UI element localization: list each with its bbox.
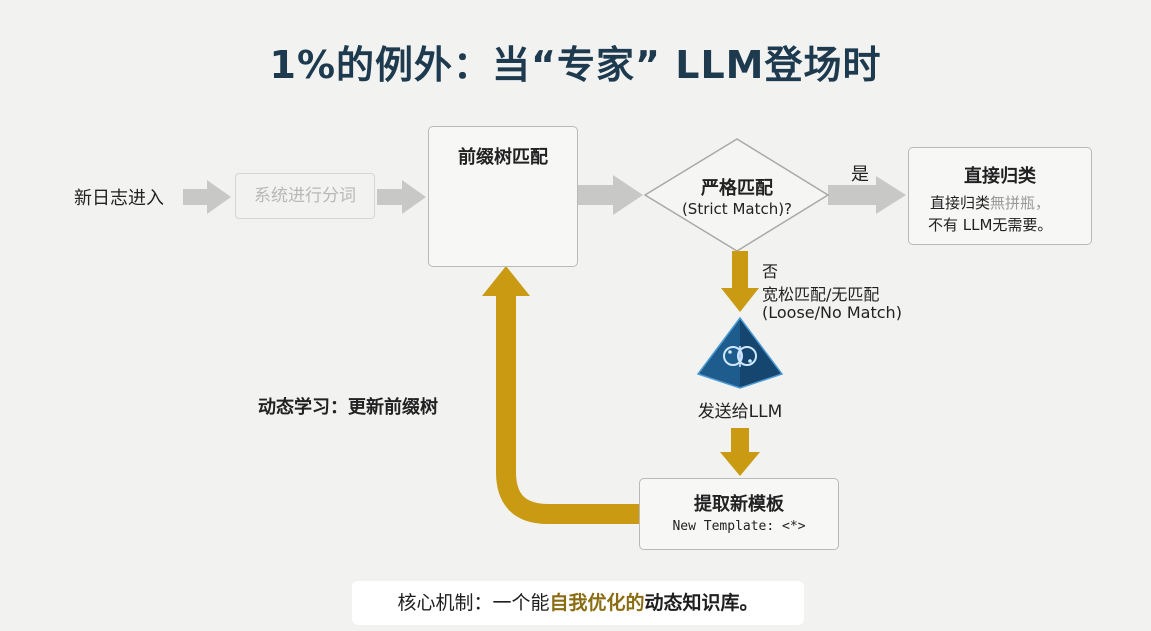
input-arrow [183, 180, 231, 214]
decision-subtitle: (Strict Match)? [681, 200, 793, 218]
extract-code: New Template: <*> [672, 519, 806, 534]
footer-suffix: 动态知识库。 [644, 592, 759, 614]
tree-to-decision-arrow [578, 175, 643, 215]
feedback-label: 动态学习：更新前缀树 [258, 397, 438, 418]
input-label: 新日志进入 [74, 188, 164, 209]
footer-prefix: 核心机制：一个能 [397, 592, 550, 614]
llm-brain-icon [696, 316, 784, 389]
no-label: 否 [762, 262, 779, 281]
tokenize-arrow [377, 180, 426, 214]
feedback-loop [496, 292, 640, 524]
extract-title: 提取新模板 [694, 494, 784, 515]
tokenize-box: 系统进行分词 [235, 173, 375, 219]
footer-highlight: 自我优化的 [549, 592, 645, 614]
yes-arrow [828, 176, 906, 214]
llm-label: 发送给LLM [697, 402, 783, 422]
classify-line1-text: 直接归类 [930, 194, 991, 212]
loose-label: 宽松匹配/无匹配 [762, 285, 880, 304]
footer-banner: 核心机制：一个能自我优化的动态知识库。 [352, 581, 804, 625]
page-title: 1%的例外：当“专家” LLM登场时 [269, 43, 882, 87]
extract-box [639, 478, 839, 550]
loose-label-en: (Loose/No Match) [762, 303, 902, 322]
classify-box [908, 147, 1092, 245]
classify-line1: 直接归类無拼瓶， [930, 192, 1050, 213]
decision-title: 严格匹配 [701, 178, 773, 199]
feedback-arrowhead [482, 266, 530, 296]
prefix-tree-box [428, 126, 578, 267]
yes-label: 是 [851, 164, 869, 185]
classify-title: 直接归类 [964, 166, 1036, 187]
classify-line1-blurred: 無拼瓶， [990, 194, 1051, 212]
prefix-tree-title: 前缀树匹配 [458, 147, 548, 168]
classify-line2: 不有 LLM无需要。 [928, 216, 1053, 234]
no-arrow [721, 251, 759, 312]
llm-to-extract-arrow [720, 428, 760, 476]
